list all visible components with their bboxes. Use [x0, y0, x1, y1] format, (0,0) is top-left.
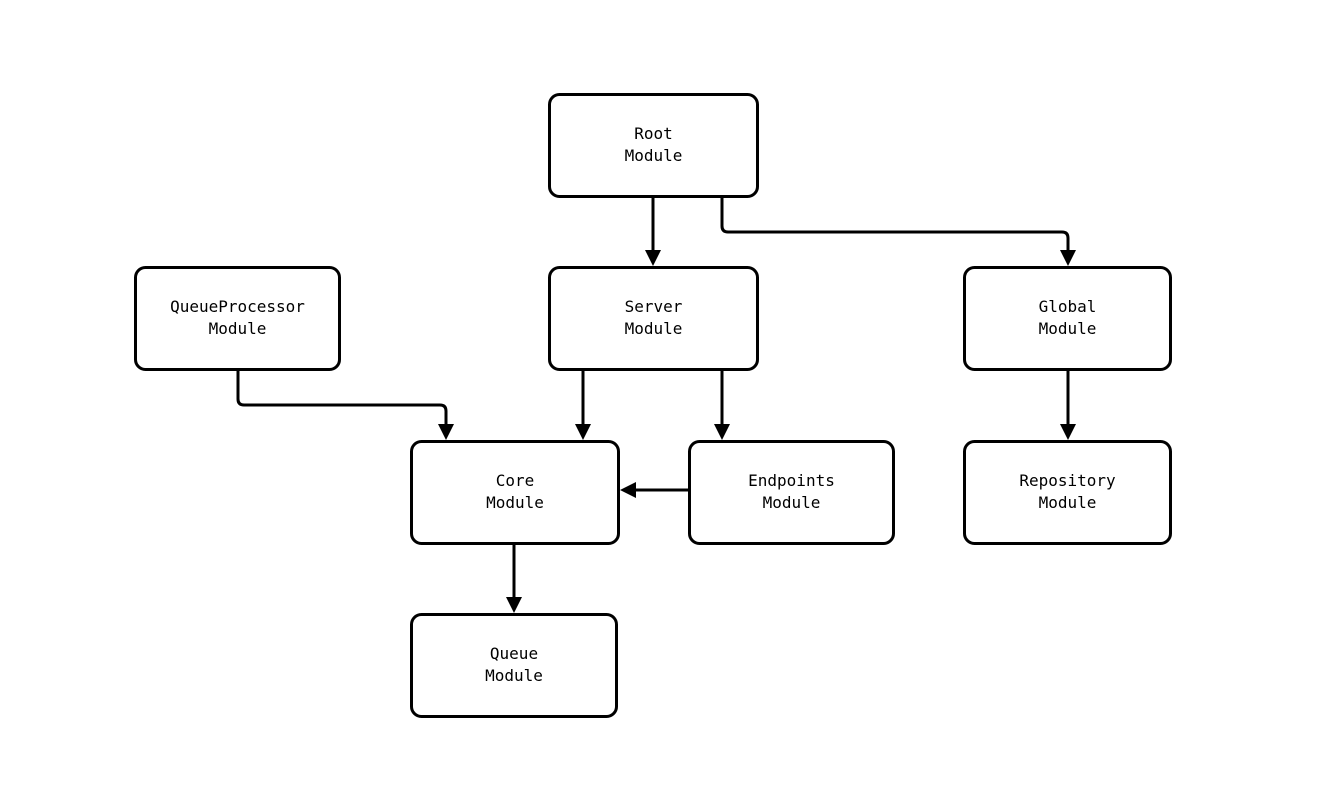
- edge-global-to-repository: [1060, 371, 1076, 440]
- queueprocessor-module-node-label-line1: QueueProcessor: [170, 297, 305, 316]
- core-module-node-label-line1: Core: [496, 471, 535, 490]
- queue-module-node-box[interactable]: [410, 613, 618, 718]
- root-module-node-label-line2: Module: [625, 146, 683, 165]
- edge-endpoints-to-core: [620, 482, 688, 498]
- edge-root-to-server-arrowhead-icon: [645, 250, 661, 266]
- queue-module-node-label-line1: Queue: [490, 644, 538, 663]
- queueprocessor-module-node-box[interactable]: [134, 266, 341, 371]
- server-module-node-label-line2: Module: [625, 319, 683, 338]
- edge-root-to-global-arrowhead-icon: [1060, 250, 1076, 266]
- edge-endpoints-to-core-arrowhead-icon: [620, 482, 636, 498]
- endpoints-module-node-label-line1: Endpoints: [748, 471, 835, 490]
- edge-root-to-server: [645, 198, 661, 266]
- edge-root-to-global-line: [720, 198, 1070, 250]
- endpoints-module-node-label-line2: Module: [763, 493, 821, 512]
- repository-module-node-label-line2: Module: [1039, 493, 1097, 512]
- edge-root-to-global: [720, 198, 1076, 266]
- edge-server-to-core-arrowhead-icon: [575, 424, 591, 440]
- queue-module-node-label-line2: Module: [485, 666, 543, 685]
- server-module-node-label-line1: Server: [625, 297, 683, 316]
- endpoints-module-node-box[interactable]: [688, 440, 895, 545]
- root-module-node-label-line1: Root: [634, 124, 673, 143]
- node-layer: RootModuleQueueProcessorModuleServerModu…: [134, 93, 1172, 718]
- global-module-node-label-line2: Module: [1039, 319, 1097, 338]
- queueprocessor-module-node-label-line2: Module: [209, 319, 267, 338]
- server-module-node-box[interactable]: [548, 266, 759, 371]
- edge-queueprocessor-to-core-arrowhead-icon: [438, 424, 454, 440]
- global-module-node-label-line1: Global: [1039, 297, 1097, 316]
- edge-server-to-endpoints: [714, 371, 730, 440]
- edge-queueprocessor-to-core: [236, 371, 454, 440]
- edge-core-to-queue-arrowhead-icon: [506, 597, 522, 613]
- edge-server-to-core: [575, 371, 591, 440]
- core-module-node-label-line2: Module: [486, 493, 544, 512]
- edge-server-to-endpoints-arrowhead-icon: [714, 424, 730, 440]
- global-module-node-box[interactable]: [963, 266, 1172, 371]
- edge-global-to-repository-arrowhead-icon: [1060, 424, 1076, 440]
- core-module-node-box[interactable]: [410, 440, 620, 545]
- edge-queueprocessor-to-core-line: [236, 371, 448, 424]
- edge-core-to-queue: [506, 545, 522, 613]
- edge-layer: [236, 198, 1076, 613]
- root-module-node-box[interactable]: [548, 93, 759, 198]
- repository-module-node-box[interactable]: [963, 440, 1172, 545]
- repository-module-node-label-line1: Repository: [1019, 471, 1116, 490]
